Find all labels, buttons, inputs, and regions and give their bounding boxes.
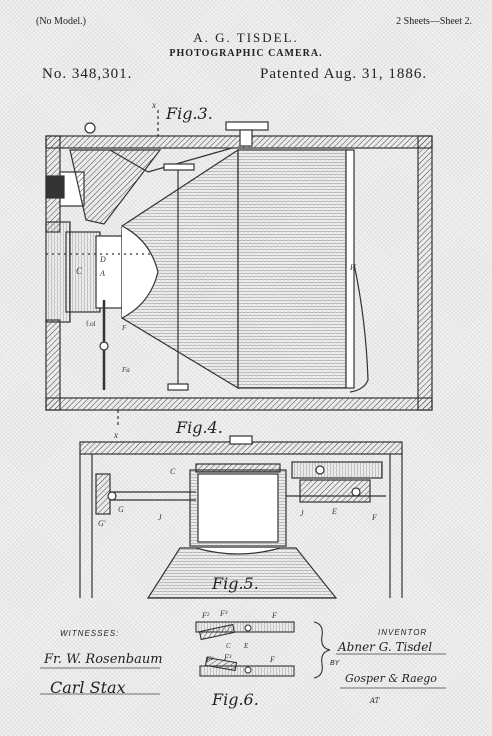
witness-signature-2: Carl Stax bbox=[50, 678, 126, 697]
svg-text:F: F bbox=[269, 655, 275, 664]
svg-text:F²: F² bbox=[201, 611, 210, 620]
svg-text:G': G' bbox=[98, 519, 106, 528]
fig3-label: Fig.3. bbox=[166, 104, 213, 123]
svg-text:C: C bbox=[76, 266, 83, 276]
witness-signature-1: Fr. W. Rosenbaum bbox=[44, 652, 163, 667]
inventor-label: INVENTOR bbox=[378, 628, 428, 637]
svg-text:J: J bbox=[300, 509, 304, 518]
svg-text:C: C bbox=[226, 642, 231, 650]
by-label: BY bbox=[330, 660, 340, 667]
svg-text:E: E bbox=[331, 507, 337, 516]
fig4-label: Fig.4. bbox=[176, 418, 223, 437]
svg-text:F: F bbox=[271, 611, 277, 620]
svg-text:C: C bbox=[170, 467, 176, 476]
attorney-signature: Gosper & Raego bbox=[345, 672, 437, 685]
svg-text:D: D bbox=[99, 255, 106, 264]
svg-text:H: H bbox=[349, 263, 357, 272]
witnesses-label: WITNESSES: bbox=[60, 629, 120, 638]
svg-text:F: F bbox=[121, 324, 127, 332]
svg-text:x: x bbox=[113, 430, 118, 440]
fig4-fig5-drawing: G' G J C J E F bbox=[79, 435, 403, 599]
patent-number: No. 348,301. bbox=[42, 66, 133, 82]
patent-date: Patented Aug. 31, 1886. bbox=[260, 66, 428, 82]
svg-text:J: J bbox=[158, 513, 162, 522]
fig6-drawing: F² F³ F C E F² F³ F bbox=[195, 609, 331, 679]
svg-text:E: E bbox=[243, 642, 249, 650]
inventor-signature: Abner G. Tisdel bbox=[338, 640, 433, 654]
svg-text:F³: F³ bbox=[223, 653, 232, 662]
fig3-drawing: C D A f.ol F Fa H x x bbox=[45, 100, 433, 440]
inventor-name: A. G. TISDEL. bbox=[193, 30, 299, 45]
svg-text:A: A bbox=[99, 269, 105, 278]
svg-text:F³: F³ bbox=[219, 609, 228, 618]
model-note: (No Model.) bbox=[36, 16, 86, 27]
svg-text:G: G bbox=[118, 505, 124, 514]
sheet-number: 2 Sheets—Sheet 2. bbox=[396, 16, 472, 27]
patent-title: PHOTOGRAPHIC CAMERA. bbox=[169, 48, 323, 59]
signature-lines bbox=[40, 653, 446, 695]
svg-text:F²: F² bbox=[205, 655, 214, 664]
fig6-label: Fig.6. bbox=[212, 690, 259, 709]
svg-text:f.ol: f.ol bbox=[86, 320, 96, 328]
svg-text:Fa: Fa bbox=[121, 366, 130, 374]
attorney-note: AT bbox=[370, 697, 380, 705]
fig5-label: Fig.5. bbox=[212, 574, 259, 593]
svg-text:x: x bbox=[151, 100, 156, 110]
svg-text:F: F bbox=[371, 513, 377, 522]
